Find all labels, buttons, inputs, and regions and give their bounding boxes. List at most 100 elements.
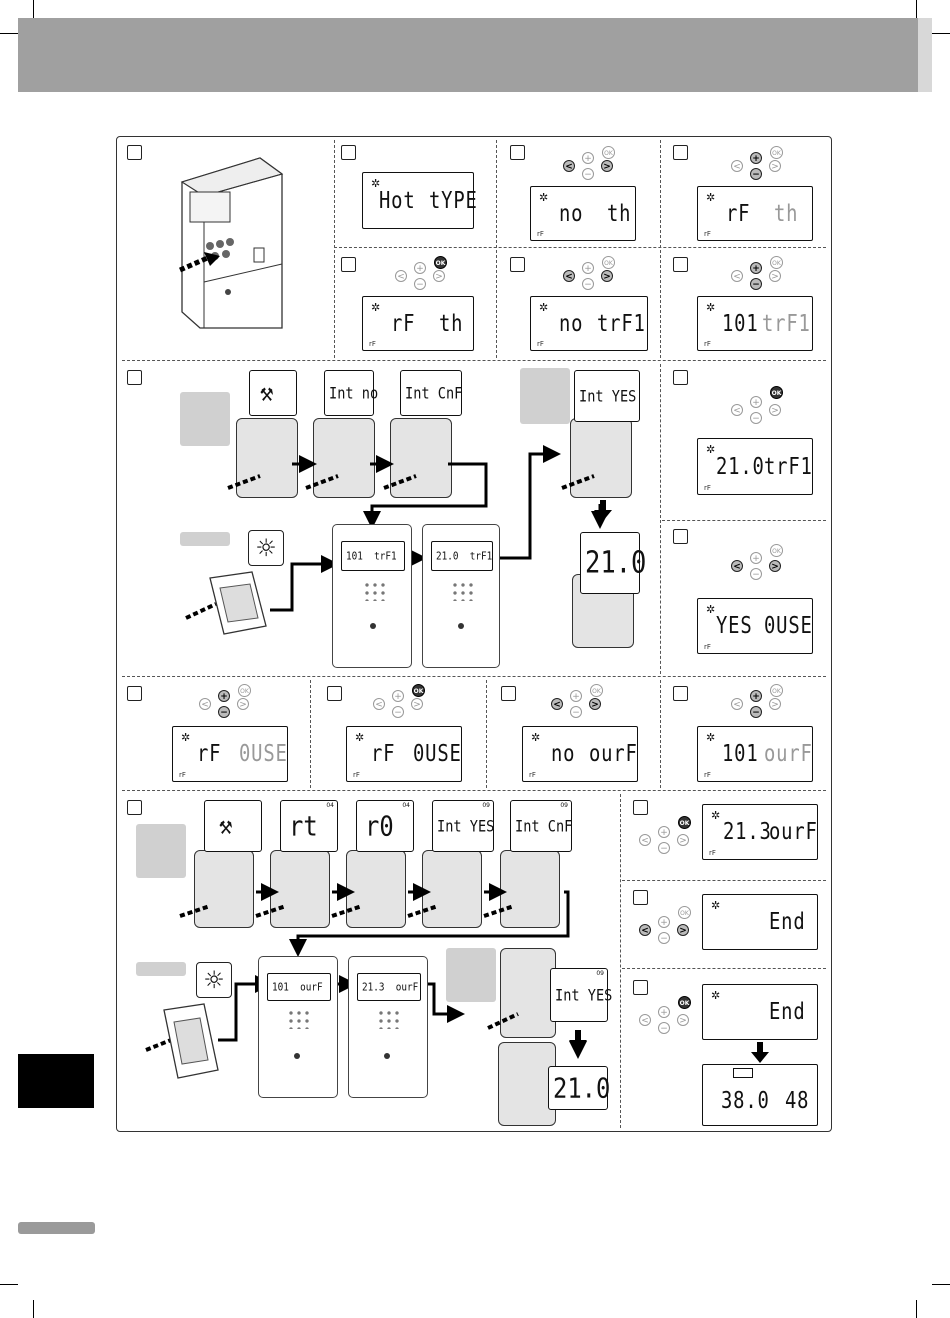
left-button[interactable]: < (731, 270, 743, 282)
left-button[interactable]: < (731, 160, 743, 172)
left-button[interactable]: < (373, 698, 385, 710)
ok-button[interactable]: OK (770, 684, 783, 697)
header-band (18, 18, 918, 92)
minus-button[interactable]: − (658, 932, 670, 944)
ok-button[interactable]: OK (238, 684, 251, 697)
bubble-text: rt (289, 809, 318, 843)
right-button[interactable]: > (433, 270, 445, 282)
star-icon: ✲ (706, 301, 716, 314)
left-button[interactable]: < (731, 404, 743, 416)
right-button[interactable]: > (237, 698, 249, 710)
thermostat (270, 850, 330, 928)
keypad: OK + < > − (728, 386, 788, 434)
lcd-right-text: 0USE (764, 613, 813, 639)
right-button[interactable]: > (677, 924, 689, 936)
minus-button[interactable]: − (750, 168, 762, 180)
left-button[interactable]: < (199, 698, 211, 710)
left-button[interactable]: < (731, 698, 743, 710)
minus-button[interactable]: − (658, 842, 670, 854)
minus-button[interactable]: − (582, 278, 594, 290)
minus-button[interactable]: − (414, 278, 426, 290)
lcd-right-text: 0USE (239, 741, 288, 767)
minus-button[interactable]: − (750, 278, 762, 290)
ok-button[interactable]: OK (770, 256, 783, 269)
plus-button[interactable]: + (750, 690, 762, 702)
right-button[interactable]: > (411, 698, 423, 710)
lcd-right-text: trF1 (597, 310, 646, 337)
plus-button[interactable]: + (218, 690, 230, 702)
crop-mark (33, 0, 34, 18)
right-button[interactable]: > (769, 160, 781, 172)
plus-button[interactable]: + (582, 262, 594, 274)
plus-button[interactable]: + (658, 1006, 670, 1018)
star-icon: ✲ (706, 443, 716, 456)
right-button[interactable]: > (677, 834, 689, 846)
lcd-screen: ✲ rF 21.3 ourF (702, 804, 818, 860)
lcd-screen: ✲ Hot tYPE (362, 172, 477, 229)
ok-button[interactable]: OK (602, 256, 615, 269)
ok-button[interactable]: OK (678, 996, 691, 1009)
right-button[interactable]: > (769, 698, 781, 710)
down-arrow-icon (594, 500, 612, 521)
right-button[interactable]: > (677, 1014, 689, 1026)
plus-button[interactable]: + (582, 152, 594, 164)
plus-button[interactable]: + (750, 552, 762, 564)
bubble-text: Int no (329, 383, 379, 403)
ok-button[interactable]: OK (412, 684, 425, 697)
controller-buttons (287, 1009, 311, 1029)
left-button[interactable]: < (563, 270, 575, 282)
minus-button[interactable]: − (570, 706, 582, 718)
ok-button[interactable]: OK (590, 684, 603, 697)
minus-button[interactable]: − (750, 706, 762, 718)
right-button[interactable]: > (601, 160, 613, 172)
plus-button[interactable]: + (658, 916, 670, 928)
plus-button[interactable]: + (570, 690, 582, 702)
right-button[interactable]: > (769, 270, 781, 282)
left-button[interactable]: < (639, 1014, 651, 1026)
left-button[interactable]: < (731, 560, 743, 572)
left-button[interactable]: < (551, 698, 563, 710)
minus-button[interactable]: − (750, 412, 762, 424)
minus-button[interactable]: − (218, 706, 230, 718)
left-button[interactable]: < (563, 160, 575, 172)
controller-display: 101 trF1 (341, 541, 405, 571)
plus-button[interactable]: + (750, 262, 762, 274)
plus-button[interactable]: + (658, 826, 670, 838)
ok-button[interactable]: OK (434, 256, 447, 269)
divider (486, 680, 487, 788)
ok-button[interactable]: OK (678, 816, 691, 829)
right-button[interactable]: > (601, 270, 613, 282)
plus-button[interactable]: + (750, 396, 762, 408)
callout-bubble: Int CnF (400, 370, 462, 416)
lcd-right-text: trF1 (762, 310, 811, 337)
thermostat (194, 850, 254, 928)
left-button[interactable]: < (639, 924, 651, 936)
ok-button[interactable]: OK (770, 146, 783, 159)
ok-button[interactable]: OK (678, 906, 691, 919)
keypad: OK + < > − (548, 684, 608, 732)
minus-button[interactable]: − (582, 168, 594, 180)
sun-icon: ☼ (196, 962, 232, 998)
ok-button[interactable]: OK (770, 386, 783, 399)
right-button[interactable]: > (769, 404, 781, 416)
keypad: OK + < > − (636, 996, 696, 1044)
crop-mark (932, 33, 950, 34)
step-box (673, 370, 688, 385)
minus-button[interactable]: − (750, 568, 762, 580)
left-button[interactable]: < (395, 270, 407, 282)
right-button[interactable]: > (769, 560, 781, 572)
callout-bubble: 21.0 (580, 532, 646, 594)
ok-button[interactable]: OK (602, 146, 615, 159)
plus-button[interactable]: + (750, 152, 762, 164)
ok-button[interactable]: OK (770, 544, 783, 557)
lcd-right-text: th (439, 310, 464, 337)
step-box (633, 800, 648, 815)
callout-bubble: Int YES (574, 370, 640, 422)
right-button[interactable]: > (589, 698, 601, 710)
left-button[interactable]: < (639, 834, 651, 846)
minus-button[interactable]: − (392, 706, 404, 718)
plus-button[interactable]: + (414, 262, 426, 274)
minus-button[interactable]: − (658, 1022, 670, 1034)
plus-button[interactable]: + (392, 690, 404, 702)
star-icon: ✲ (531, 731, 541, 744)
